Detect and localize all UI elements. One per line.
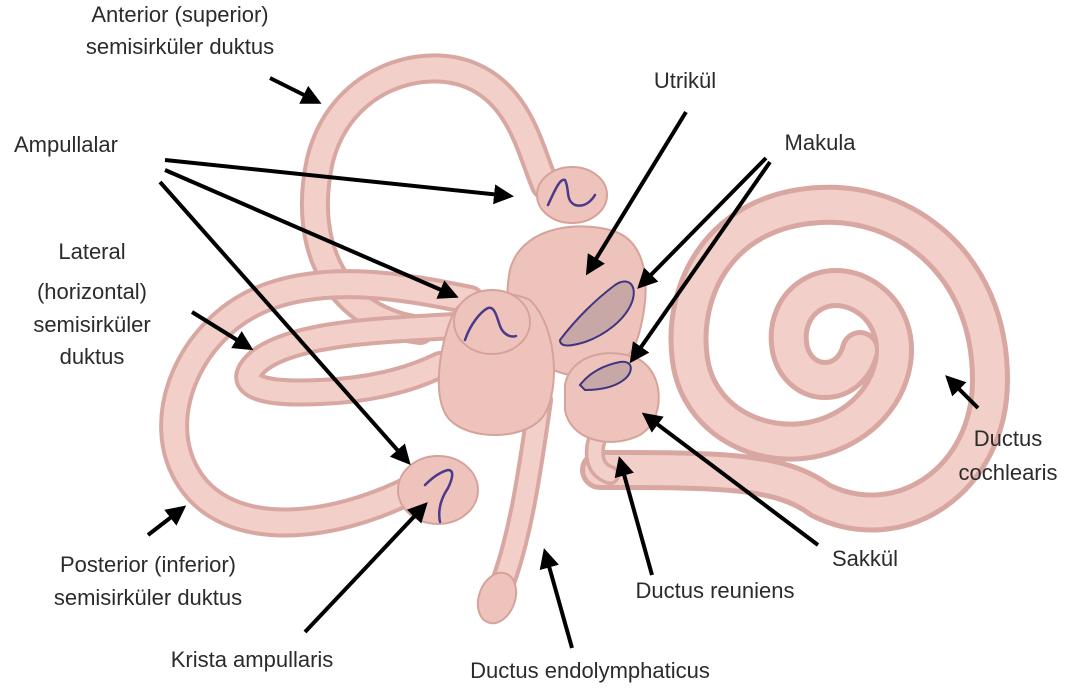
label-lateral-line2: (horizontal) <box>37 279 147 304</box>
label-anterior-line2: semisirküler duktus <box>86 34 274 59</box>
label-endolymphaticus: Ductus endolymphaticus <box>470 658 710 683</box>
label-lateral-line3: semisirküler <box>33 312 150 337</box>
anterior-ampulla-shape <box>537 167 607 223</box>
label-reuniens: Ductus reuniens <box>636 578 795 603</box>
lateral-ampulla-shape <box>454 290 530 354</box>
label-cochlearis-line1: Ductus <box>974 426 1042 451</box>
label-cochlearis-line2: cochlearis <box>958 460 1057 485</box>
label-krista: Krista ampullaris <box>171 647 334 672</box>
lateral-semicircular-duct-shape <box>248 325 470 393</box>
label-makula: Makula <box>785 130 857 155</box>
membranous-labyrinth <box>174 68 990 628</box>
label-lateral-line1: Lateral <box>58 239 125 264</box>
arrow-posterior <box>148 508 183 535</box>
label-utrikul: Utrikül <box>654 68 716 93</box>
arrow-anterior <box>270 78 318 102</box>
label-ampullalar: Ampullalar <box>14 132 118 157</box>
label-sakkul: Sakkül <box>832 546 898 571</box>
ductus-cochlearis-shape <box>600 205 990 513</box>
arrow-endolymphaticus <box>545 552 572 648</box>
label-lateral-line4: duktus <box>60 344 125 369</box>
label-anterior-line1: Anterior (superior) <box>91 2 268 27</box>
label-posterior-line1: Posterior (inferior) <box>60 552 236 577</box>
label-posterior-line2: semisirküler duktus <box>54 585 242 610</box>
